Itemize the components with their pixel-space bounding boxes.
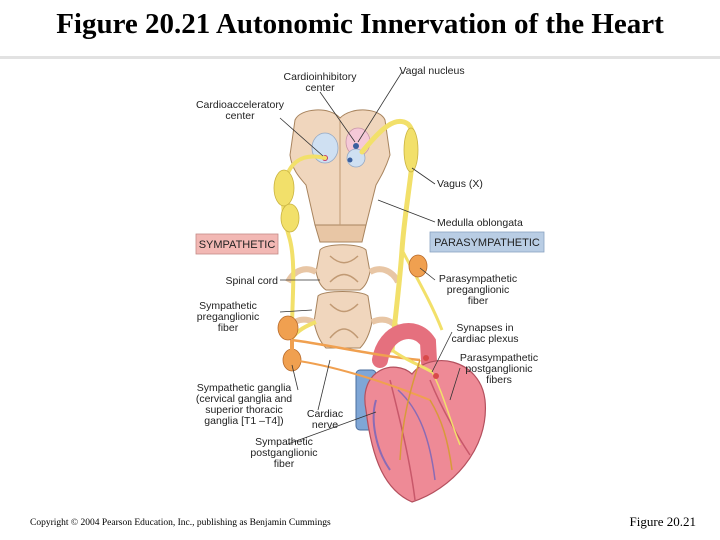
para-pre-label: Parasympathetic — [439, 273, 517, 285]
para-pre-label-2: preganglionic — [447, 284, 509, 296]
cardiac-nerve-fibers — [291, 338, 461, 471]
cardioinhibitory-label: Cardioinhibitory — [284, 71, 358, 83]
symp-ganglia-label-3: superior thoracic — [205, 404, 283, 416]
symp-post-label-3: fiber — [274, 458, 295, 470]
para-pre-label-3: fiber — [468, 295, 489, 307]
synapses-label: Synapses in — [456, 322, 513, 334]
cardioacceleratory-label: Cardioacceleratory — [196, 99, 285, 111]
cardiac-nerve-label-2: nerve — [312, 419, 338, 431]
page-title: Figure 20.21 Autonomic Innervation of th… — [56, 8, 664, 40]
sympathetic-chain — [273, 154, 327, 372]
medulla-label: Medulla oblongata — [437, 217, 523, 229]
para-post-label: Parasympathetic — [460, 352, 538, 364]
vagus-label: Vagus (X) — [437, 178, 483, 190]
para-post-label-2: postganglionic — [465, 363, 532, 375]
symp-post-label: Sympathetic — [255, 436, 313, 448]
sympathetic-box — [195, 233, 279, 255]
copyright-notice: Copyright © 2004 Pearson Education, Inc.… — [30, 518, 331, 528]
symp-ganglia-label-2: (cervical ganglia and — [196, 393, 292, 405]
title-divider — [0, 56, 720, 59]
symp-pre-label-3: fiber — [218, 322, 239, 334]
synapses-label-2: cardiac plexus — [451, 333, 518, 345]
parasympathetic-label: PARASYMPATHETIC — [434, 237, 540, 249]
heart-illustration — [355, 323, 486, 503]
symp-pre-label: Sympathetic — [199, 300, 257, 312]
symp-pre-label-2: preganglionic — [197, 311, 259, 323]
cardioinhibitory-label-2: center — [305, 82, 335, 94]
parasympathetic-box — [429, 231, 545, 253]
para-post-label-3: fibers — [486, 374, 512, 386]
vagus-nerve — [359, 118, 444, 353]
sympathetic-label: SYMPATHETIC — [199, 239, 276, 251]
cardiac-nerve-label: Cardiac — [307, 408, 343, 420]
figure-reference: Figure 20.21 — [629, 514, 696, 529]
cardioacceleratory-label-2: center — [225, 110, 255, 122]
heart-innervation-diagram: SYMPATHETIC PARASYMPATHETIC Cardioinhibi… — [180, 60, 560, 510]
spinal-cord-illustration — [281, 244, 405, 349]
symp-ganglia-label: Sympathetic ganglia — [197, 382, 292, 394]
leader-lines — [279, 71, 461, 445]
symp-ganglia-label-4: ganglia [T1 –T4]) — [204, 415, 283, 427]
symp-post-label-2: postganglionic — [250, 447, 317, 459]
vagal-nucleus-label: Vagal nucleus — [399, 65, 464, 77]
spinal-cord-label: Spinal cord — [225, 275, 278, 287]
